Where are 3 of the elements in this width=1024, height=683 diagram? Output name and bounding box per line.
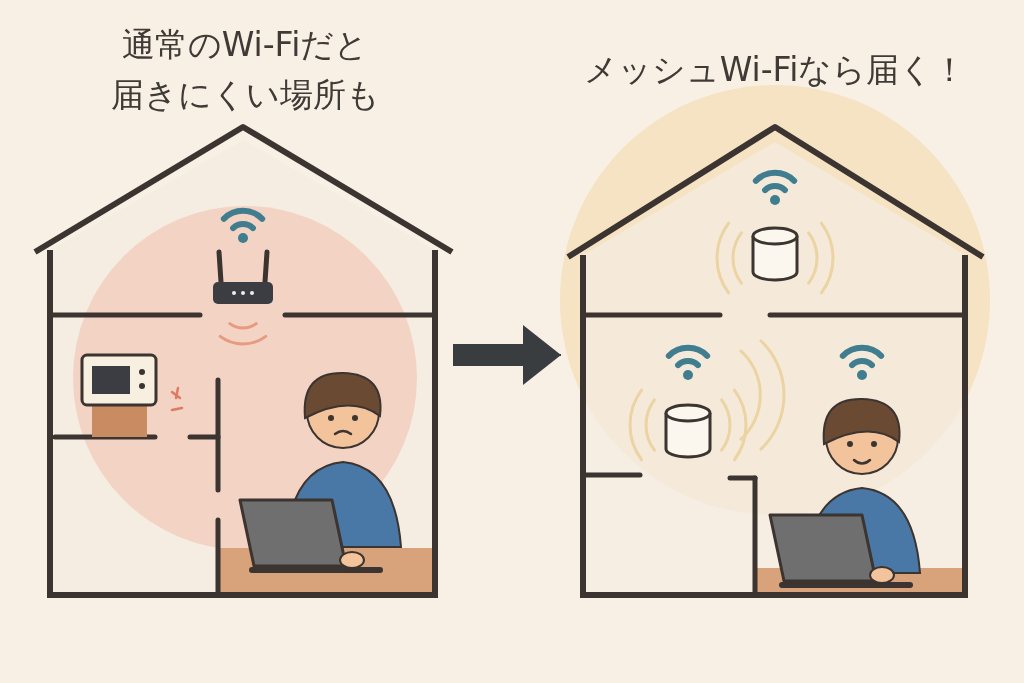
heading: メッシュWi-Fiなら届く！ [582, 49, 968, 91]
heading: 通常のWi-Fiだと届きにくい場所も [109, 24, 381, 116]
arrow [452, 325, 562, 385]
